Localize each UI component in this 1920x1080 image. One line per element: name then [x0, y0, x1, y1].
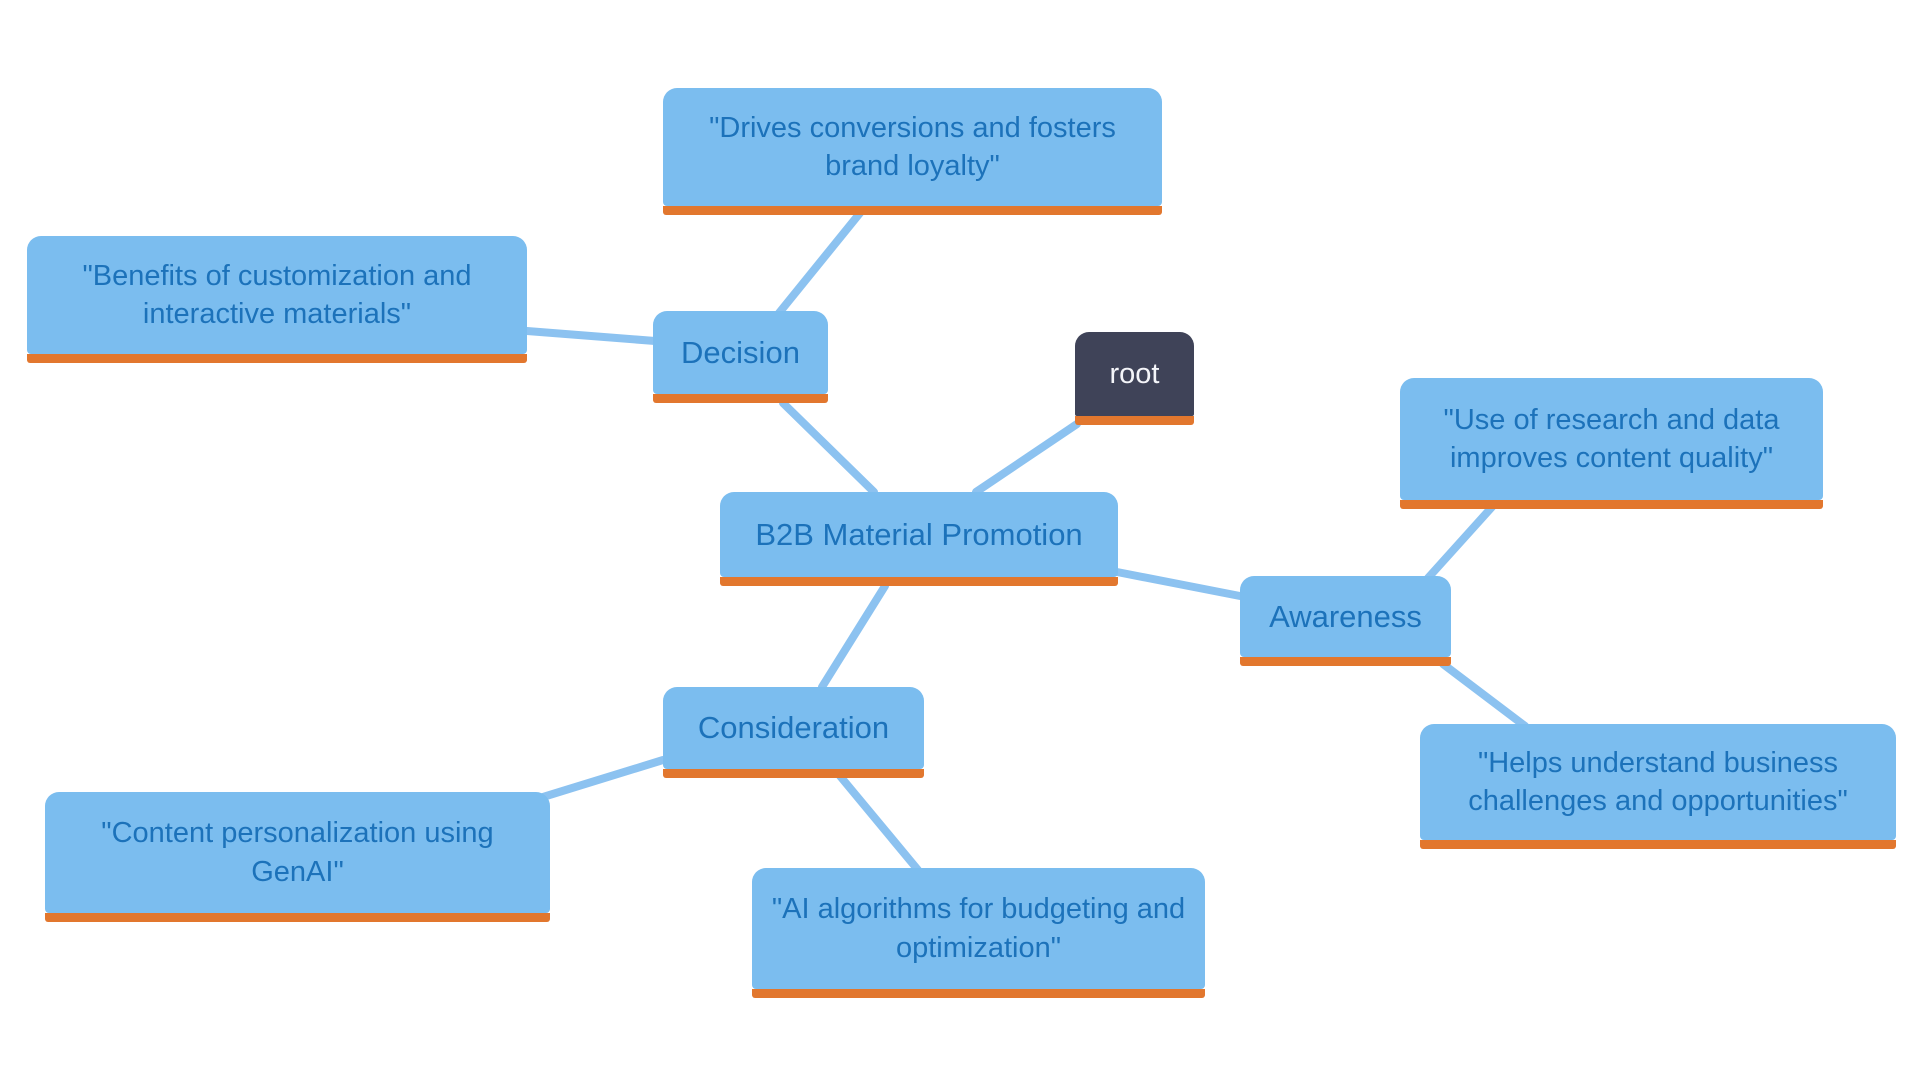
edge-awareness-research [1424, 503, 1496, 582]
node-b2b-material-promotion[interactable]: B2B Material Promotion [720, 492, 1118, 586]
node-decision-label: Decision [653, 311, 828, 394]
edge-consideration-content [539, 756, 667, 801]
node-content-personalization-underline [45, 913, 550, 922]
node-ai-algorithms-label: "AI algorithms for budgeting and optimiz… [752, 868, 1205, 989]
edge-consideration-ai [836, 772, 922, 874]
node-benefits-customization[interactable]: "Benefits of customization and interacti… [27, 236, 527, 363]
node-content-personalization[interactable]: "Content personalization using GenAI" [45, 792, 550, 922]
node-awareness-underline [1240, 657, 1451, 666]
edge-decision-drives [775, 209, 864, 317]
node-content-personalization-label: "Content personalization using GenAI" [45, 792, 550, 913]
node-awareness[interactable]: Awareness [1240, 576, 1451, 666]
node-root[interactable]: root [1075, 332, 1194, 425]
node-helps-understand[interactable]: "Helps understand business challenges an… [1420, 724, 1896, 849]
node-benefits-customization-underline [27, 354, 527, 363]
node-drives-conversions-label: "Drives conversions and fosters brand lo… [663, 88, 1162, 206]
node-decision[interactable]: Decision [653, 311, 828, 403]
node-root-underline [1075, 416, 1194, 425]
node-consideration-underline [663, 769, 924, 778]
node-helps-understand-label: "Helps understand business challenges an… [1420, 724, 1896, 840]
node-drives-conversions[interactable]: "Drives conversions and fosters brand lo… [663, 88, 1162, 215]
node-decision-underline [653, 394, 828, 403]
node-helps-understand-underline [1420, 840, 1896, 849]
node-drives-conversions-underline [663, 206, 1162, 215]
node-research-data-underline [1400, 500, 1823, 509]
edge-b2b-decision [779, 399, 878, 496]
node-research-data[interactable]: "Use of research and data improves conte… [1400, 378, 1823, 509]
edge-awareness-helps [1439, 660, 1529, 730]
node-root-label: root [1075, 332, 1194, 416]
node-b2b-material-promotion-underline [720, 577, 1118, 586]
node-benefits-customization-label: "Benefits of customization and interacti… [27, 236, 527, 354]
node-research-data-label: "Use of research and data improves conte… [1400, 378, 1823, 500]
node-consideration[interactable]: Consideration [663, 687, 924, 778]
edge-root-b2b [972, 420, 1081, 496]
node-ai-algorithms[interactable]: "AI algorithms for budgeting and optimiz… [752, 868, 1205, 998]
edge-decision-benefits [523, 327, 659, 345]
edge-b2b-consideration [818, 582, 889, 691]
node-ai-algorithms-underline [752, 989, 1205, 998]
edge-b2b-awareness [1113, 568, 1244, 600]
node-b2b-material-promotion-label: B2B Material Promotion [720, 492, 1118, 577]
node-consideration-label: Consideration [663, 687, 924, 769]
node-awareness-label: Awareness [1240, 576, 1451, 657]
